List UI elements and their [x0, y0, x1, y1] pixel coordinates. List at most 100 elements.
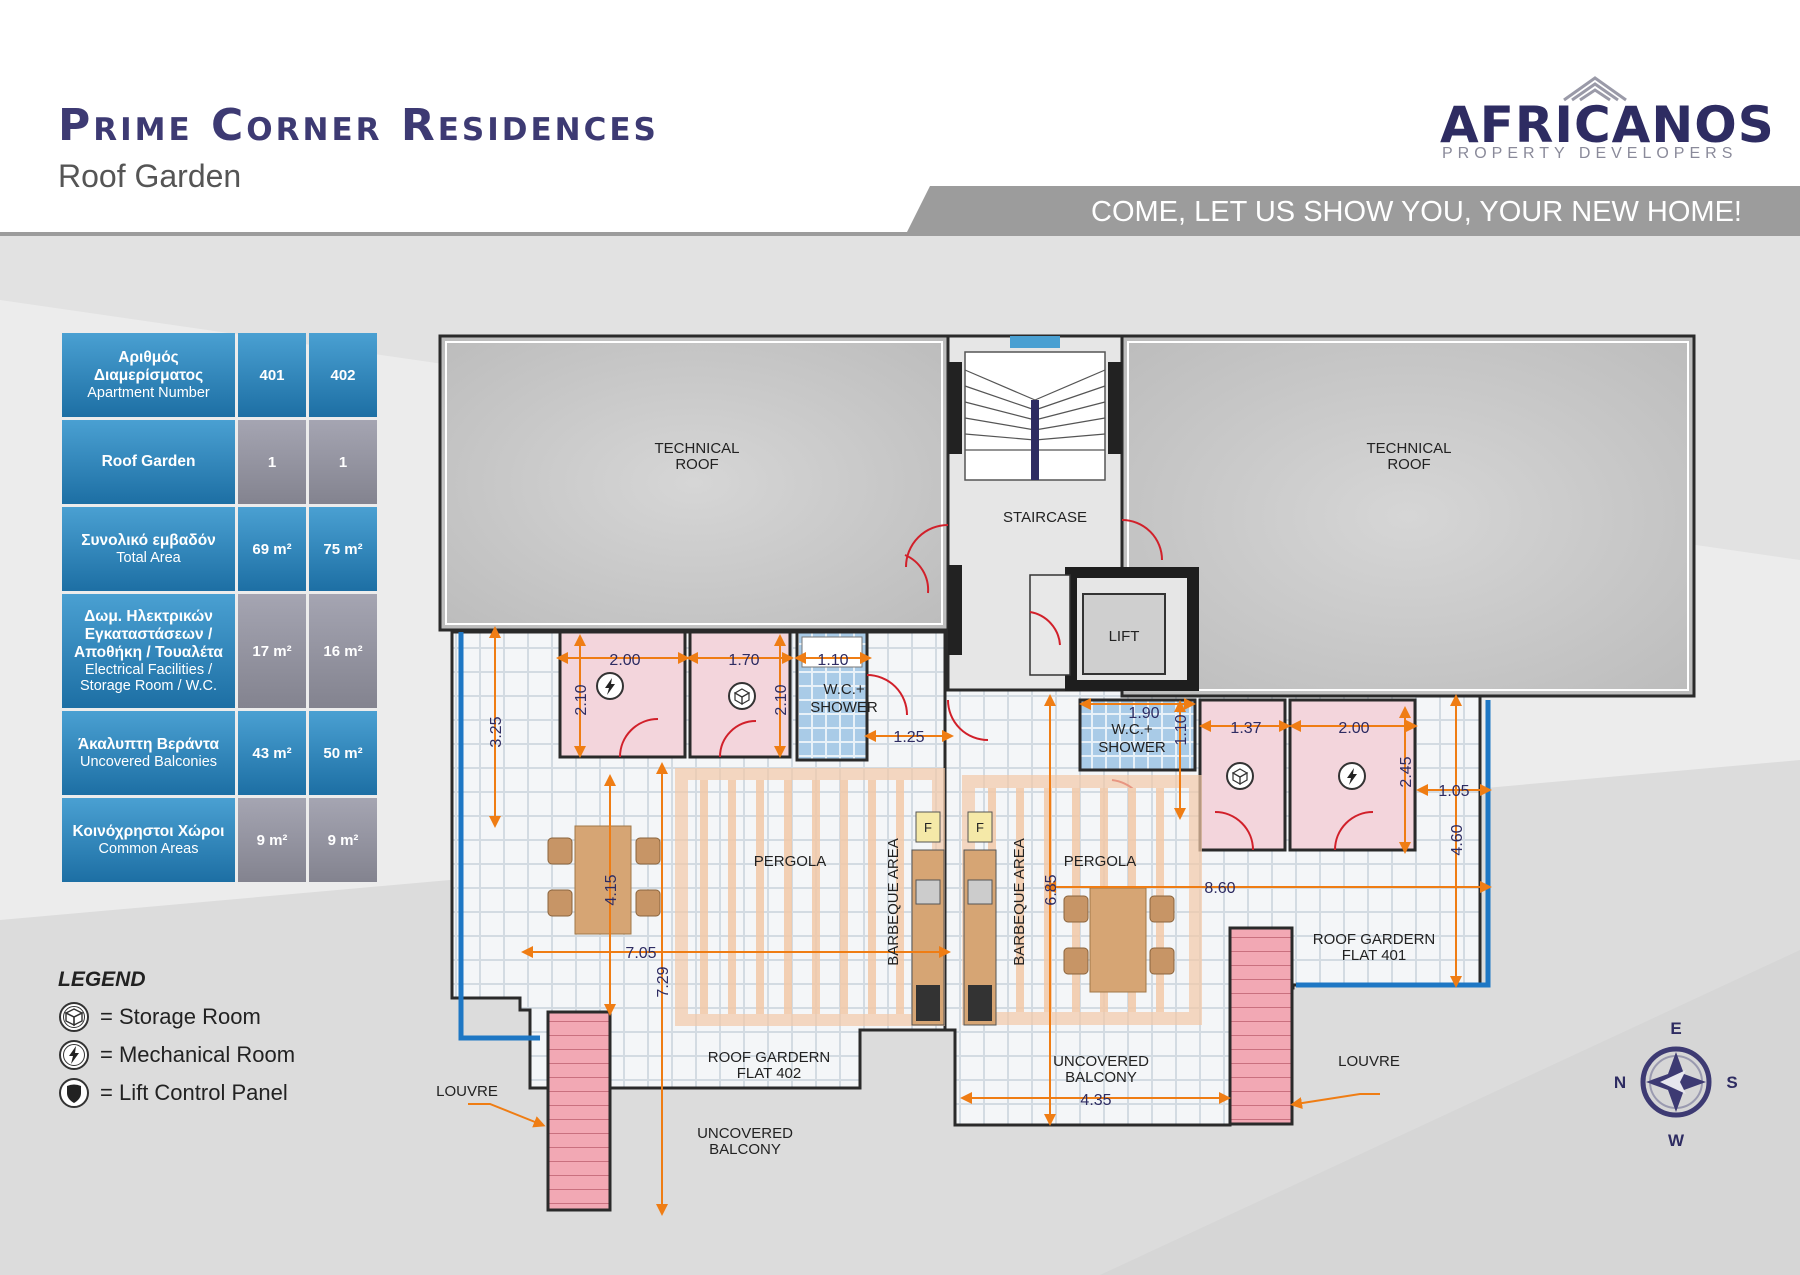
barbeque-counter-402 — [911, 811, 945, 1026]
label-greek: Άκαλυπτη Βεράντα — [77, 736, 220, 753]
compass-north: N — [1614, 1073, 1626, 1092]
pergola-402 — [675, 768, 945, 1026]
table-row-label: Roof Garden — [62, 420, 235, 504]
roof-garden-402-label-1: ROOF GARDERN — [708, 1049, 831, 1066]
legend-text: = Lift Control Panel — [100, 1080, 288, 1105]
dim-label: 7.05 — [625, 945, 656, 962]
compass-east: E — [1670, 1019, 1681, 1038]
label-english: Uncovered Balconies — [79, 754, 218, 770]
pergola-402-label: PERGOLA — [754, 853, 827, 870]
dim-label: 1.10 — [1173, 714, 1190, 745]
value-401: 17 m² — [238, 594, 306, 708]
value-402: 75 m² — [309, 507, 377, 591]
dim-label: 1.70 — [728, 652, 759, 669]
barbeque-counter-401 — [963, 811, 997, 1026]
dim-label: 1.05 — [1438, 783, 1469, 800]
pergola-401-label: PERGOLA — [1064, 853, 1137, 870]
louvre-label-401: LOUVRE — [1338, 1053, 1400, 1070]
tagline: COME, LET US SHOW YOU, YOUR NEW HOME! — [1091, 196, 1742, 228]
page-title: Prime Corner Residences — [58, 100, 659, 151]
dim-label: 1.25 — [893, 729, 924, 746]
compass-west: W — [1668, 1131, 1685, 1150]
value-401: 9 m² — [238, 798, 306, 882]
logo-subtitle: PROPERTY DEVELOPERS — [1442, 145, 1738, 162]
storage-icon-401 — [1226, 762, 1254, 790]
technical-roof-right — [1120, 334, 1696, 698]
value-401: 69 m² — [238, 507, 306, 591]
table-row: Roof Garden 1 1 — [62, 420, 377, 504]
dim-label: 4.60 — [1449, 824, 1466, 855]
legend-item-storage: = Storage Room — [58, 999, 261, 1035]
value-402: 16 m² — [309, 594, 377, 708]
tagline-banner — [0, 186, 1800, 236]
uncovered-balcony-401-label-1: UNCOVERED — [1053, 1053, 1149, 1070]
balcony-edge-402 — [458, 632, 540, 1041]
lift-car — [1082, 593, 1166, 675]
page-subtitle: Roof Garden — [58, 158, 242, 194]
technical-roof-left-label-2: ROOF — [675, 456, 718, 473]
technical-roof-left — [438, 334, 950, 632]
dim-label: 6.85 — [1043, 874, 1060, 905]
value-402: 9 m² — [309, 798, 377, 882]
external-stairs-401 — [1228, 926, 1294, 1126]
value-402: 50 m² — [309, 711, 377, 795]
value-401: 401 — [238, 333, 306, 417]
uncovered-balcony-402-label-1: UNCOVERED — [697, 1125, 793, 1142]
label-english: Common Areas — [98, 841, 199, 857]
uncovered-balcony-401-label-2: BALCONY — [1065, 1069, 1137, 1086]
legend-item-mechanical: = Mechanical Room — [58, 1037, 295, 1073]
label-greek: Δωμ. Ηλεκτρικών Εγκαταστάσεων / Αποθήκη … — [74, 608, 223, 661]
label-greek: Roof Garden — [101, 453, 196, 470]
storage-icon-402 — [728, 682, 756, 710]
external-stairs-402 — [546, 1010, 612, 1212]
compass-south: S — [1726, 1073, 1737, 1092]
uncovered-balcony-402-label-2: BALCONY — [709, 1141, 781, 1158]
staircase-label: STAIRCASE — [1003, 509, 1087, 526]
wc-402-label-2: SHOWER — [810, 699, 878, 716]
barbeque-402-label: BARBEQUE AREA — [885, 838, 902, 966]
dining-set-402 — [547, 825, 661, 935]
roof-garden-401-label-2: FLAT 401 — [1342, 947, 1406, 964]
value-402: 1 — [309, 420, 377, 504]
roof-garden-401-label-1: ROOF GARDERN — [1313, 931, 1436, 948]
table-row-label: Δωμ. Ηλεκτρικών Εγκαταστάσεων / Αποθήκη … — [62, 594, 235, 708]
dim-label: 1.90 — [1128, 705, 1159, 722]
label-greek: Αριθμός Διαμερίσματος — [93, 349, 204, 384]
value-401: 43 m² — [238, 711, 306, 795]
label-english: Electrical Facilities / Storage Room / W… — [80, 662, 217, 694]
dim-label: 8.60 — [1204, 880, 1235, 897]
technical-roof-left-label-1: TECHNICAL — [654, 440, 739, 457]
legend-title: LEGEND — [58, 968, 146, 991]
roof-garden-402-label-2: FLAT 402 — [737, 1065, 801, 1082]
logo-name: AFRICANOS — [1440, 96, 1775, 154]
label-greek: Συνολικό εμβαδόν — [81, 532, 216, 549]
dim-label: 3.25 — [488, 716, 505, 747]
barbeque-401-label: BARBEQUE AREA — [1011, 838, 1028, 966]
dim-label: 2.00 — [609, 652, 640, 669]
mechanical-room-icon — [59, 1040, 89, 1070]
legend-text: = Mechanical Room — [100, 1042, 296, 1067]
dining-set-401 — [1063, 887, 1175, 993]
dim-label: 2.45 — [1398, 756, 1415, 787]
dim-label: 4.15 — [603, 874, 620, 905]
dim-label: 4.35 — [1080, 1092, 1111, 1109]
dimension-lines — [489, 626, 1492, 1216]
technical-roof-right-label-1: TECHNICAL — [1366, 440, 1451, 457]
louvre-label-402: LOUVRE — [436, 1083, 498, 1100]
logo-roof-icon — [1563, 76, 1627, 102]
fridge-label-401: F — [976, 820, 984, 835]
mechanical-icon-401 — [1338, 762, 1366, 790]
compass-icon — [1640, 1046, 1712, 1118]
technical-roof-right-label-2: ROOF — [1387, 456, 1430, 473]
dim-label: 7.29 — [655, 966, 672, 997]
